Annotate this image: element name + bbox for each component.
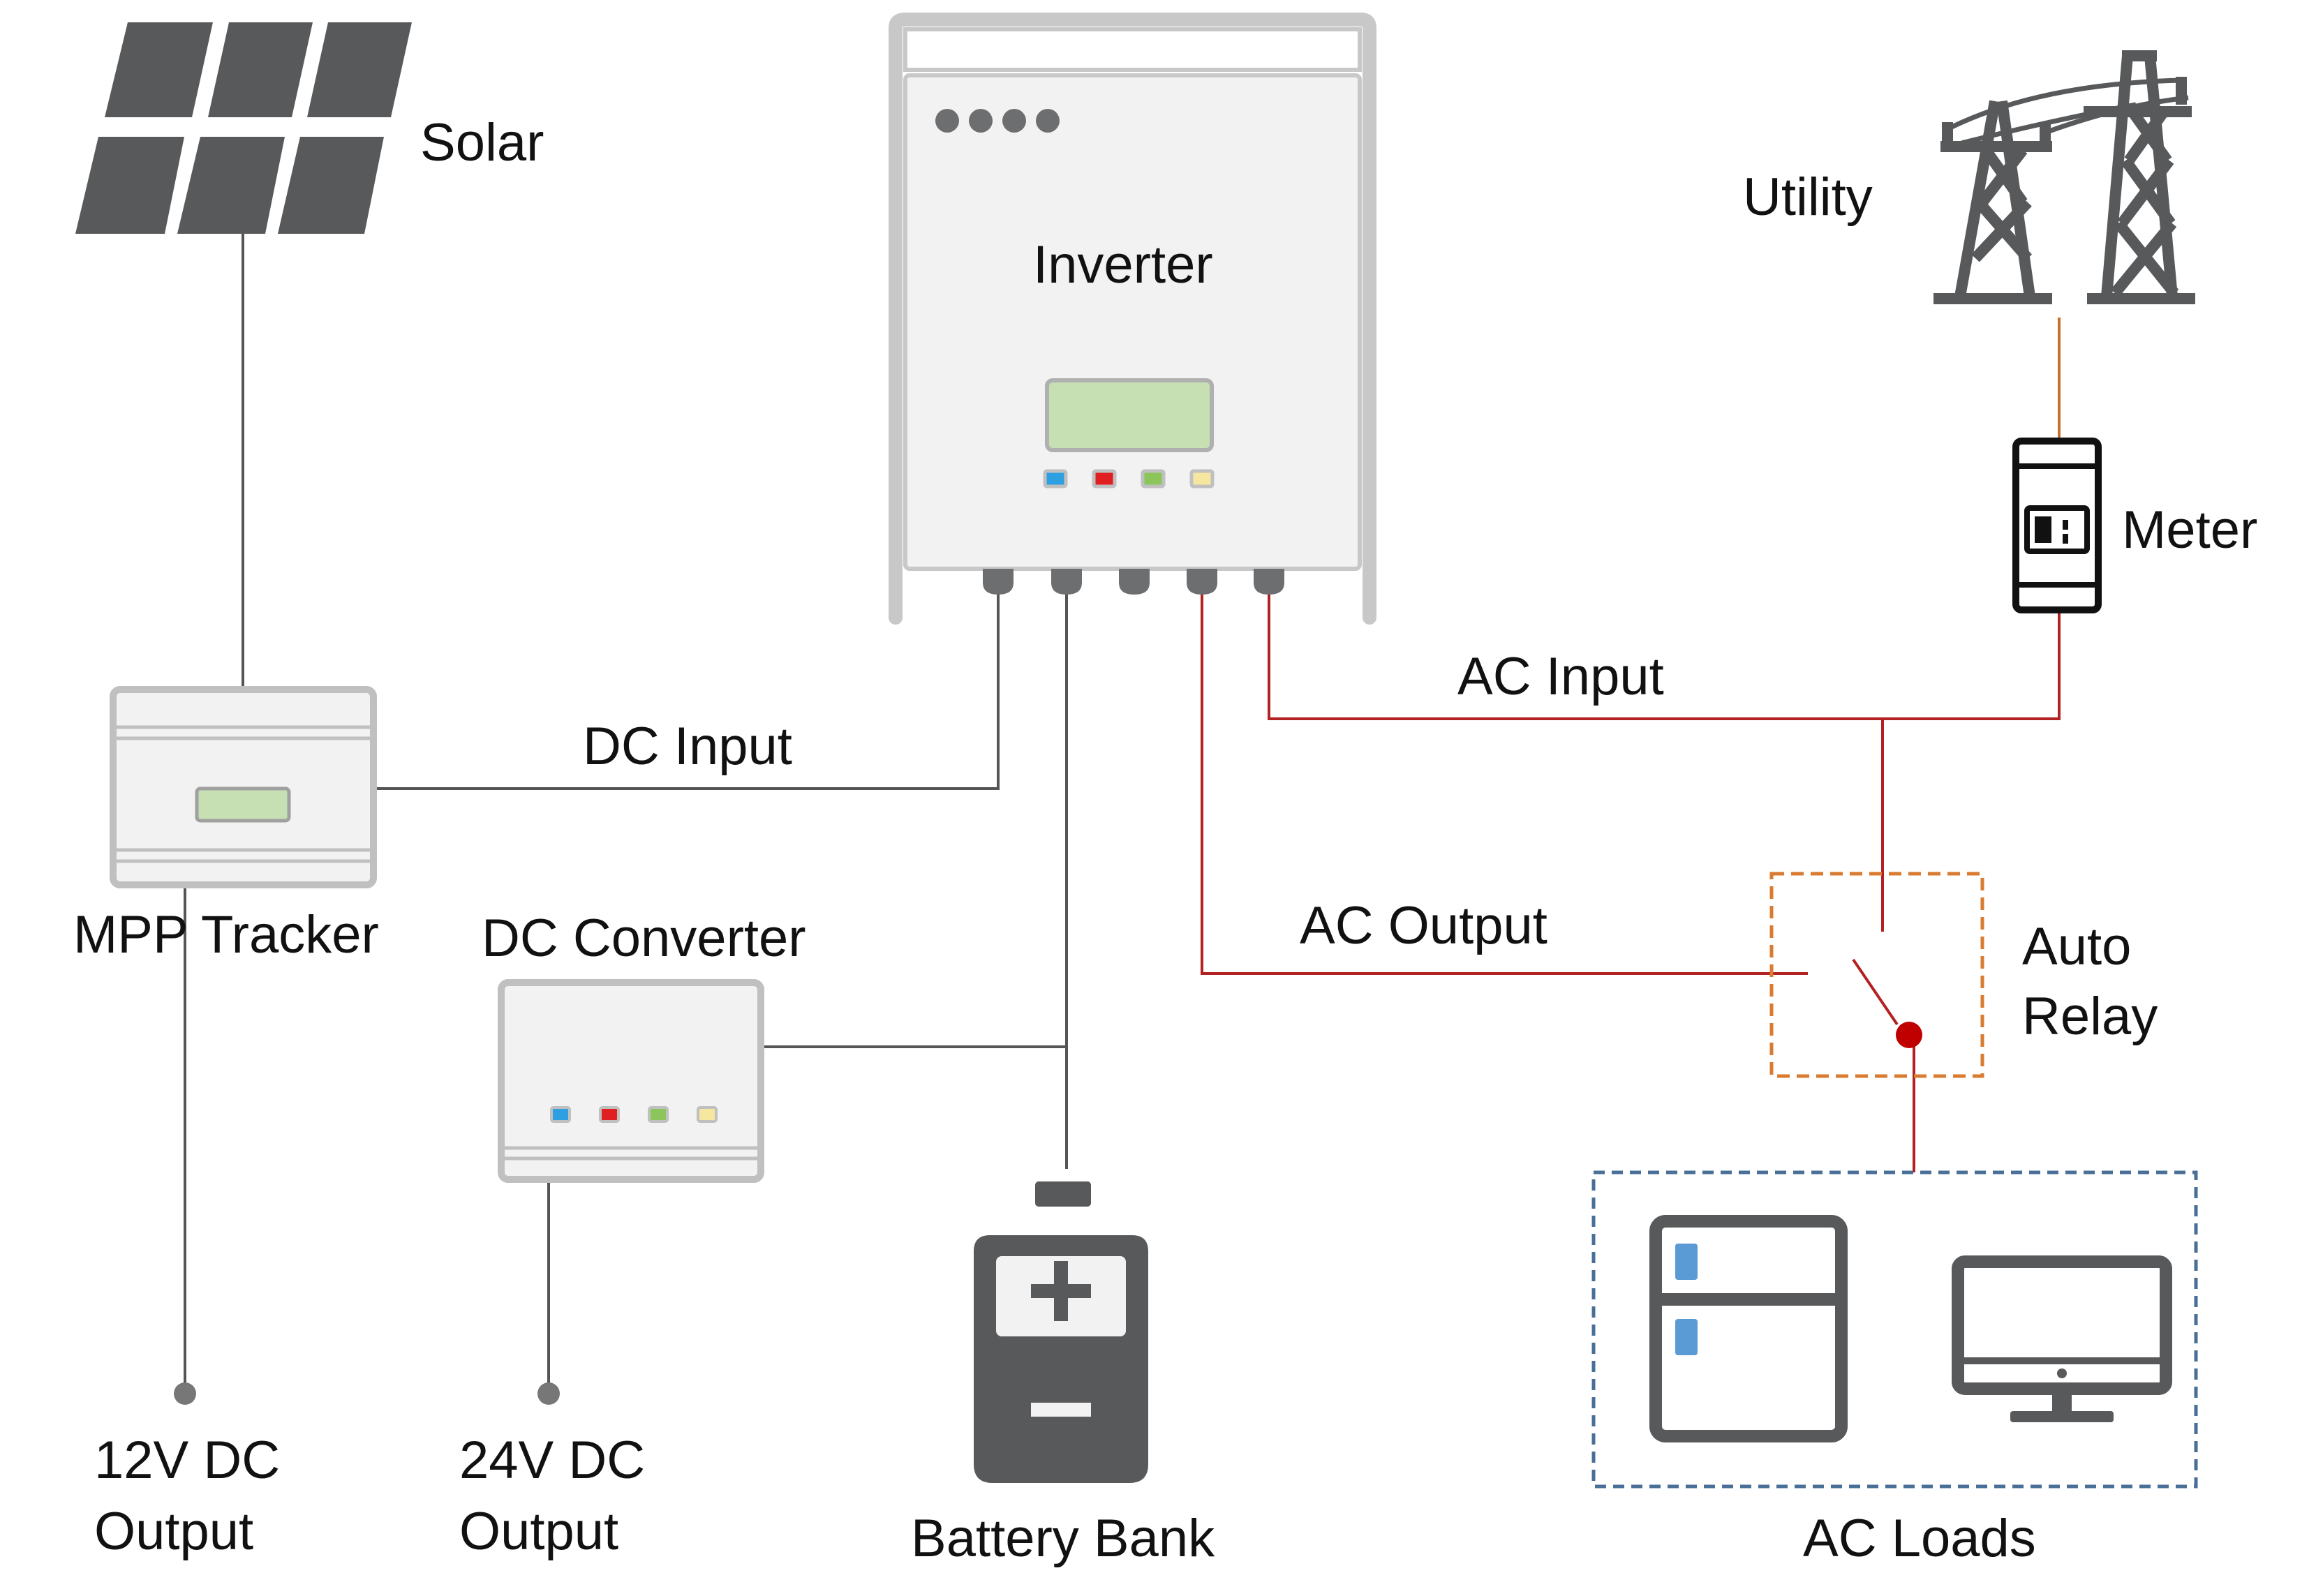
label-24v-output-2: Output: [459, 1502, 618, 1561]
label-utility: Utility: [1743, 167, 1873, 227]
solar-panel-icon: [75, 22, 412, 234]
utility-tower-icon: [1933, 50, 2195, 304]
label-dc-input: DC Input: [583, 717, 792, 776]
label-solar: Solar: [420, 113, 544, 172]
auto-relay: [1769, 872, 1984, 1078]
label-ac-loads: AC Loads: [1803, 1509, 2036, 1568]
label-dc-converter: DC Converter: [482, 909, 806, 968]
relay-contact: [1896, 1022, 1922, 1048]
wire-dc-input: [377, 586, 1000, 790]
ac-loads: [1591, 1170, 2198, 1489]
inverter-ports: [983, 569, 1284, 595]
power-lines: [1946, 77, 2189, 146]
refrigerator-icon: [1649, 1215, 1848, 1442]
inverter: [889, 13, 1376, 625]
terminal-24v: [537, 1382, 560, 1405]
label-mpp-tracker: MPP Tracker: [73, 905, 379, 964]
label-ac-input: AC Input: [1457, 647, 1664, 706]
mpp-tracker: [110, 686, 377, 888]
label-12v-output-2: Output: [94, 1502, 253, 1561]
wires: [174, 234, 2061, 1405]
battery-icon: [974, 1181, 1148, 1483]
label-ac-output: AC Output: [1300, 896, 1547, 955]
wire-ac-input: [1268, 586, 2061, 720]
dc-converter: [498, 979, 764, 1183]
label-auto-relay-1: Auto: [2022, 917, 2131, 976]
mpp-lcd: [195, 786, 291, 823]
label-meter: Meter: [2122, 500, 2257, 560]
inverter-body: [903, 73, 1362, 571]
wire-ac-output: [1201, 586, 1808, 975]
label-12v-output-1: 12V DC: [94, 1431, 280, 1490]
label-inverter: Inverter: [1033, 235, 1213, 294]
meter-icon: [2012, 438, 2102, 613]
label-auto-relay-2: Relay: [2022, 987, 2158, 1046]
label-24v-output-1: 24V DC: [459, 1431, 645, 1490]
monitor-icon: [1952, 1255, 2172, 1422]
label-battery-bank: Battery Bank: [911, 1509, 1215, 1568]
terminal-12v: [174, 1382, 196, 1405]
inverter-lcd: [1045, 378, 1214, 452]
